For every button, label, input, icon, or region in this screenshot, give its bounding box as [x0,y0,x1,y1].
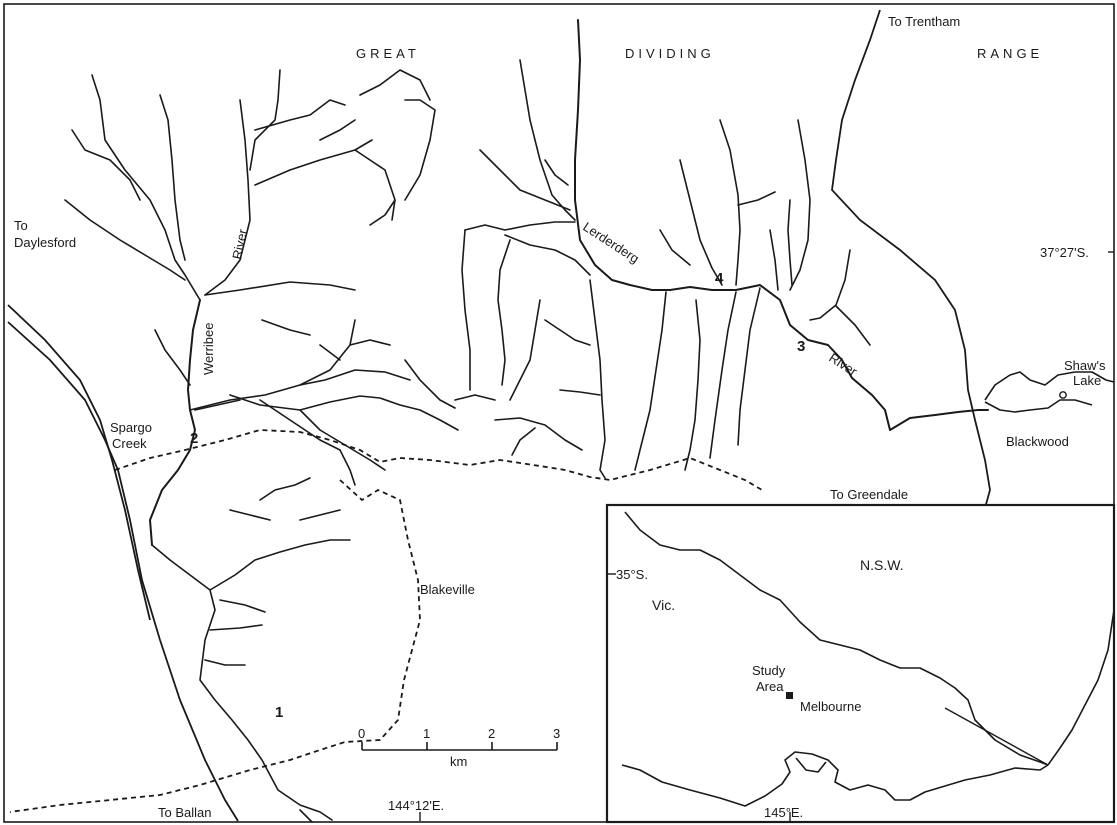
range-label-range: RANGE [977,46,1043,61]
scale-unit: km [450,754,467,769]
lerderderg-river [574,19,989,431]
range-label-dividing: DIVIDING [625,46,715,61]
inset-label-melbourne: Melbourne [800,699,861,714]
label-creek: Creek [112,436,147,451]
road-trentham [831,9,991,509]
inset-label-vic: Vic. [652,597,675,613]
site-1: 1 [275,704,283,721]
lerderderg-stream-network [454,19,989,479]
road-daylesford-ballan [7,321,239,822]
scale-bar: 0 1 2 3 km [358,726,560,769]
range-label-great: GREAT [356,46,420,61]
label-werribee: Werribee [201,322,216,375]
inset-label-lon: 145°E. [764,805,803,820]
scale-tick-2: 2 [488,726,495,741]
label-spargo: Spargo [110,420,152,435]
label-lake: Lake [1073,373,1101,388]
scale-tick-1: 1 [423,726,430,741]
inset-label-study: Study [752,663,786,678]
werribee-river [149,299,201,546]
label-shaws: Shaw's [1064,358,1106,373]
label-longitude: 144°12'E. [388,798,444,813]
inset-label-lat: 35°S. [616,567,648,582]
inset-map: N.S.W. Vic. 35°S. 145°E. Study Area Melb… [605,503,1116,824]
werribee-stream-network [64,69,459,546]
label-to-greendale: To Greendale [830,487,908,502]
label-werribee-river: River [229,227,250,260]
blackwood-creek [984,371,1115,401]
label-to-daylesford-2: Daylesford [14,235,76,250]
inset-state-border [624,511,1049,766]
label-to-ballan: To Ballan [158,805,211,820]
inset-frame [605,503,1116,824]
scale-tick-3: 3 [553,726,560,741]
label-latitude: 37°27'S. [1040,245,1089,260]
catchment-boundary [9,429,763,813]
label-to-daylesford-1: To [14,218,28,233]
scale-tick-0: 0 [358,726,365,741]
inset-label-area: Area [756,679,784,694]
label-blakeville: Blakeville [420,582,475,597]
label-blackwood: Blackwood [1006,434,1069,449]
site-4: 4 [715,270,724,287]
southern-stream-network [151,477,351,823]
site-2: 2 [190,430,198,447]
map-frame [3,3,1115,823]
site-3: 3 [797,338,805,355]
label-lerderderg: Lerderderg [580,219,642,266]
shaws-lake-marker [1059,391,1067,399]
roads [7,9,991,822]
road-daylesford-ballan-2 [7,304,151,621]
inset-label-nsw: N.S.W. [860,557,904,573]
label-to-trentham: To Trentham [888,14,960,29]
label-lerderderg-river: River [826,350,860,379]
study-area-marker [786,692,793,699]
inset-coastline [621,751,1049,807]
blackwood-creek-2 [984,399,1093,413]
